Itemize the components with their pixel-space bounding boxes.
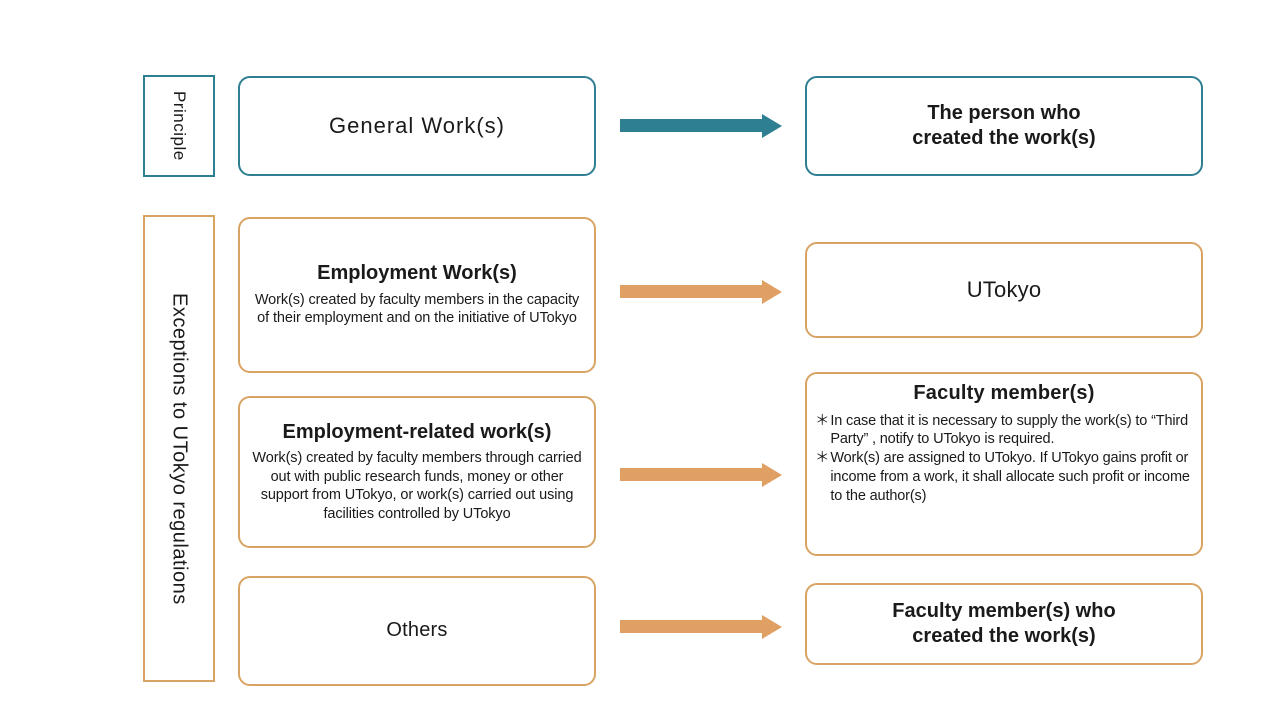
rail-principle-label: Principle	[170, 91, 189, 161]
box-person-who-created: The person who created the work(s)	[805, 76, 1203, 176]
arrow-head	[762, 113, 782, 138]
box-employment-related-works-body: Work(s) created by faculty members throu…	[252, 450, 582, 522]
faculty-note: ＊ In case that it is necessary to supply…	[815, 412, 1193, 450]
rail-exceptions: Exceptions to UTokyo regulations	[143, 215, 215, 682]
box-general-works-title: General Work(s)	[329, 113, 505, 139]
faculty-note: ＊ Work(s) are assigned to UTokyo. If UTo…	[815, 449, 1193, 506]
arrow-shaft	[620, 468, 762, 481]
box-utokyo-title: UTokyo	[966, 277, 1042, 303]
box-faculty-members-who-created: Faculty member(s) who created the work(s…	[805, 583, 1203, 665]
box-employment-works-body: Work(s) created by faculty members in th…	[254, 291, 580, 327]
rail-exceptions-label: Exceptions to UTokyo regulations	[168, 292, 191, 605]
rail-principle: Principle	[143, 75, 215, 177]
box-employment-works-title: Employment Work(s)	[317, 262, 517, 285]
box-employment-related-works-title: Employment-related work(s)	[282, 420, 552, 443]
arrow-shaft	[620, 285, 762, 298]
box-faculty-members-title: Faculty member(s)	[913, 382, 1095, 404]
box-employment-works: Employment Work(s) Work(s) created by fa…	[238, 217, 596, 373]
box-others-title: Others	[386, 619, 448, 642]
arrow-shaft	[620, 620, 762, 633]
box-person-who-created-title: The person who created the work(s)	[912, 102, 1096, 149]
box-general-works: General Work(s)	[238, 76, 596, 176]
faculty-notes-list: ＊ In case that it is necessary to supply…	[815, 412, 1193, 506]
asterisk-icon: ＊	[815, 450, 830, 467]
arrow-head	[762, 279, 782, 304]
box-faculty-members-who-created-title: Faculty member(s) who created the work(s…	[892, 600, 1116, 647]
faculty-note-text: In case that it is necessary to supply t…	[830, 412, 1189, 448]
arrow-head	[762, 462, 782, 487]
arrow-shaft	[620, 119, 762, 132]
box-others: Others	[238, 576, 596, 686]
asterisk-icon: ＊	[815, 412, 830, 429]
arrow-head	[762, 614, 782, 639]
faculty-note-text: Work(s) are assigned to UTokyo. If UToky…	[830, 450, 1190, 504]
box-faculty-members: Faculty member(s) ＊ In case that it is n…	[805, 372, 1203, 556]
box-utokyo: UTokyo	[805, 242, 1203, 338]
box-employment-related-works: Employment-related work(s) Work(s) creat…	[238, 396, 596, 548]
